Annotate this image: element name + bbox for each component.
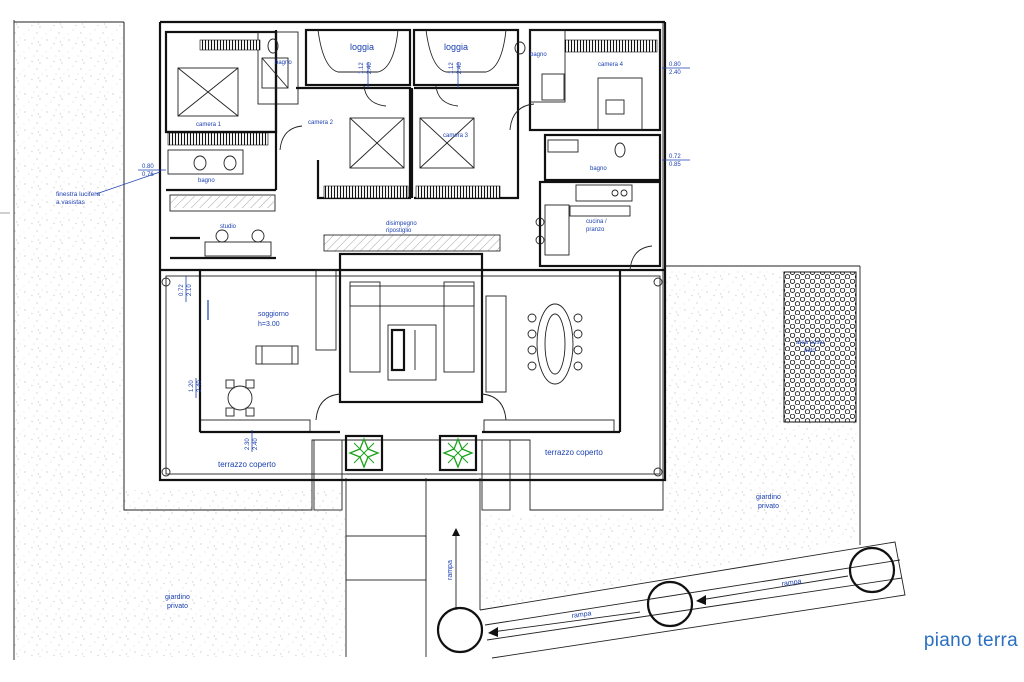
plant-left-icon	[348, 437, 380, 469]
label-camera-2: camera 2	[308, 120, 334, 126]
bed-camera3-icon	[419, 117, 475, 169]
bathroom-fixtures-right	[514, 41, 626, 158]
garden-bottom-band	[124, 490, 344, 520]
label-pergola-1: area posto	[796, 340, 825, 346]
label-terrazzo-right: terrazzo coperto	[545, 448, 603, 457]
studio-desk	[170, 229, 276, 260]
label-bagno-left: bagno	[198, 178, 215, 184]
label-bagno-top-right: bagno	[530, 52, 547, 58]
dim-camera4-bottom: 2.40	[669, 70, 681, 76]
garden-right-area	[480, 270, 860, 610]
label-bagno-right: bagno	[590, 166, 607, 172]
loggia-right-room	[412, 28, 520, 87]
label-soggiorno: soggiorno	[258, 311, 289, 318]
label-rampa-vertical: rampa	[447, 560, 454, 580]
dim-terrace-bottom: 2.40	[253, 438, 259, 450]
round-table-icon	[225, 379, 255, 417]
dim-terrace-top: 2.30	[245, 438, 251, 450]
building-plinth	[123, 22, 664, 511]
label-camera-4: camera 4	[598, 62, 624, 68]
bed-camera1-icon	[177, 67, 239, 117]
dim-bagno-right-bottom: 0.85	[669, 162, 681, 168]
garden-left-area	[14, 22, 124, 657]
plant-right-icon	[442, 437, 474, 469]
dim-bagno-left-bottom: 0.76	[142, 172, 154, 178]
label-rampa-lower: rampa	[571, 610, 592, 620]
dim-west-bottom: 2.10	[187, 284, 193, 296]
label-loggia-left: loggia	[350, 42, 374, 52]
bathroom-fixtures-left	[167, 38, 289, 175]
label-bagno-top-left: bagno	[275, 60, 292, 66]
dim-loggia-left-top: 1.12	[359, 62, 365, 74]
label-ripostiglio: ripostiglio	[386, 228, 412, 234]
dim-bagno-left-top: 0.80	[142, 164, 154, 170]
pergola-area	[783, 271, 857, 423]
dim-loggia-left-bottom: 2.40	[367, 62, 373, 74]
dim-loggia-right-bottom: 2.40	[457, 62, 463, 74]
label-giardino-right-1: giardino	[756, 494, 781, 501]
bed-camera2-icon	[349, 117, 405, 169]
stair-core	[338, 252, 484, 404]
ramp-turn-bottom-left	[436, 606, 484, 654]
exterior-wall	[158, 20, 667, 482]
label-soggiorno-height: h=3.00	[258, 321, 280, 328]
dim-table-bottom: 2.40	[197, 380, 203, 392]
ramp-turn-mid	[646, 580, 694, 628]
label-loggia-right: loggia	[444, 42, 468, 52]
dim-west-top: 0.72	[179, 284, 185, 296]
dim-loggia-right-top: 1.12	[449, 62, 455, 74]
garden-bottom-left-area	[124, 510, 345, 657]
label-terrazzo-left: terrazzo coperto	[218, 460, 276, 469]
label-camera-1: camera 1	[196, 122, 222, 128]
label-cucina-1: cucina /	[586, 219, 607, 225]
wardrobe-camera1	[167, 132, 269, 146]
label-studio: studio	[220, 224, 237, 230]
kitchen-fixtures	[535, 184, 633, 256]
label-cucina-2: pranzo	[586, 227, 605, 233]
label-giardino-left-1: giardino	[165, 594, 190, 601]
dim-camera4-top: 0.80	[669, 62, 681, 68]
label-giardino-left-2: privato	[167, 603, 188, 610]
bed-camera4-icon	[597, 77, 643, 131]
dim-table-top: 1.20	[189, 380, 195, 392]
label-disimpegno: disimpegno	[386, 221, 417, 227]
dining-table-icon	[527, 303, 583, 385]
label-giardino-right-2: privato	[758, 503, 779, 510]
label-finestra-2: a vasistas	[56, 199, 86, 206]
label-camera-3: camera 3	[443, 133, 469, 139]
ramp-turn-right	[848, 546, 896, 594]
drawing-title: piano terra	[923, 630, 1018, 651]
sofa-icon	[255, 345, 299, 365]
label-rampa-upper: rampa	[781, 578, 802, 588]
label-finestra-1: finestra lucifera	[56, 191, 100, 198]
loggia-left-room	[304, 28, 412, 87]
dim-bagno-right-top: 0.72	[669, 154, 681, 160]
label-pergola-2: auto	[804, 348, 816, 354]
